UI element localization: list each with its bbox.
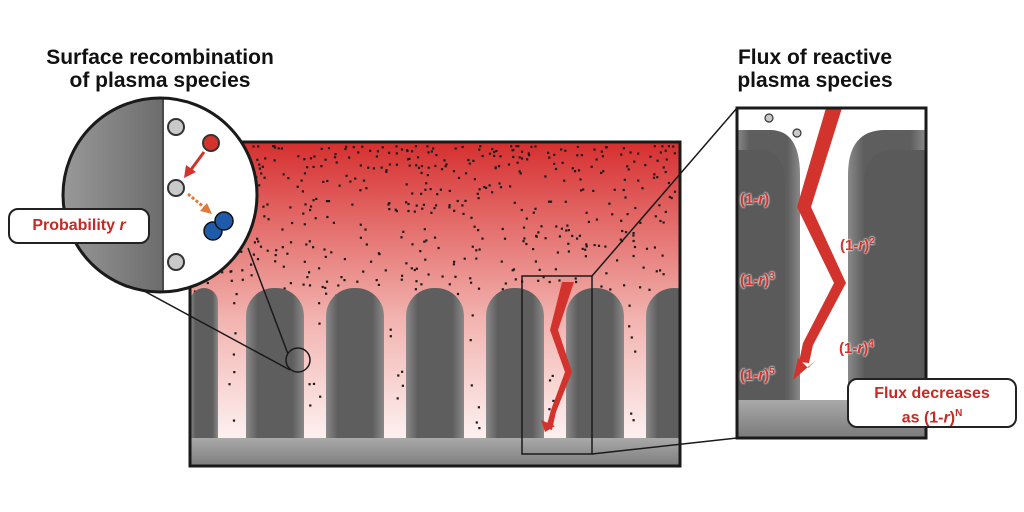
flux-decrease-line2: as (1-r)N [901, 408, 963, 427]
trench-pillars [190, 288, 680, 466]
title-surface-recombination: Surface recombination of plasma species [10, 46, 310, 92]
flux-label-5: (1-r)5 [740, 366, 775, 384]
adsorbed-species [167, 118, 185, 136]
adsorbed-species [167, 179, 185, 197]
title-flux-reactive: Flux of reactive plasma species [690, 46, 940, 92]
probability-variable: r [119, 217, 126, 234]
flux-zigzag-arrow-large [797, 108, 846, 363]
title-line: of plasma species [69, 69, 251, 92]
reactive-species [202, 134, 220, 152]
adsorbed-species [167, 253, 185, 271]
main-panel [190, 142, 680, 466]
probability-label: Probability r [8, 208, 150, 244]
title-line: Flux of reactive [737, 46, 893, 69]
flux-zigzag-arrow-small [546, 282, 574, 430]
main-panel-border [188, 140, 682, 468]
connector-line [591, 107, 738, 277]
flux-decrease-line1: Flux decreases [874, 385, 990, 402]
probability-text: Probability [32, 217, 120, 234]
substrate-base [190, 438, 680, 466]
zoom-box-trench [521, 275, 593, 455]
recombination-arrow [187, 192, 206, 210]
recombined-molecule [203, 211, 234, 241]
connector-line [247, 247, 289, 355]
flux-label-1: (1-r) [740, 191, 770, 208]
trench-zoom-panel [737, 108, 926, 438]
zoom-circle-wall [285, 347, 311, 373]
flux-decrease-label: Flux decreases as (1-r)N [847, 378, 1017, 428]
connector-line [591, 437, 738, 455]
flux-label-4: (1-r)4 [839, 339, 874, 357]
flux-label-3: (1-r)3 [740, 271, 775, 289]
title-line: plasma species [737, 69, 893, 92]
title-line: Surface recombination [46, 46, 274, 69]
surface-zoom-circle [61, 96, 259, 294]
flux-label-2: (1-r)2 [840, 236, 875, 254]
trench-zoom-border [735, 106, 928, 440]
incoming-arrow [188, 151, 206, 172]
